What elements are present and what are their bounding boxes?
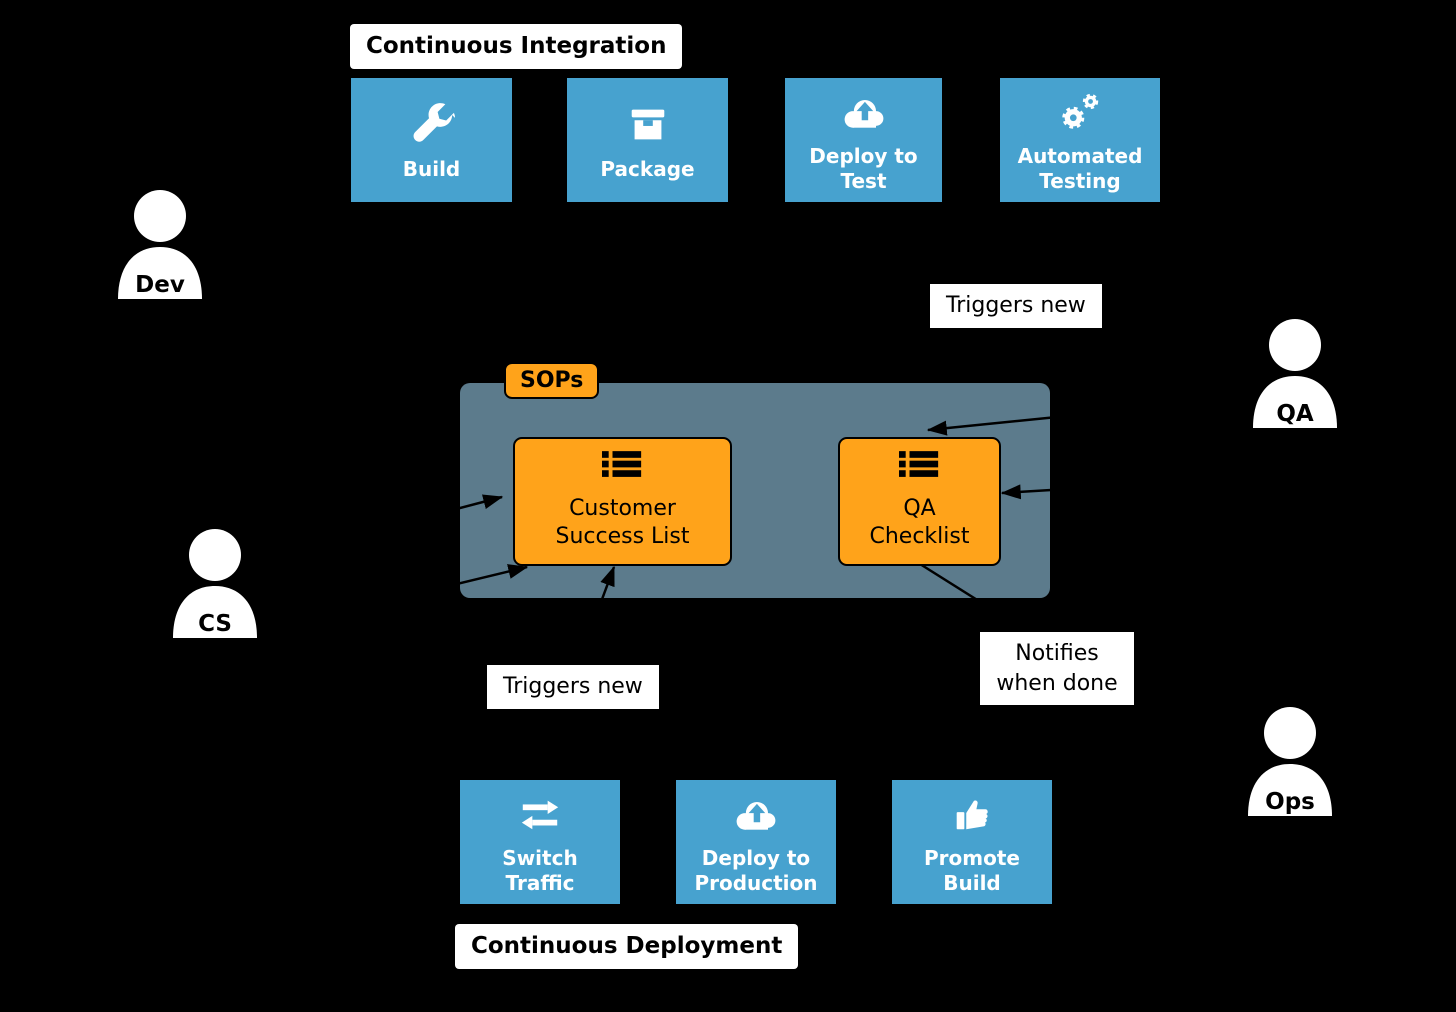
cd-step-label: Promote Build [924,846,1020,895]
sop-node-label: QA Checklist [869,495,970,550]
actor-label: Ops [1265,789,1315,815]
actor-qa: QA [1250,318,1340,428]
list-icon [601,451,644,487]
cd-step-promote-build: Promote Build [892,780,1052,904]
person-icon [1253,319,1337,428]
ci-step-label: Package [600,156,695,181]
wrench-icon [409,99,455,151]
sop-node-label: Customer Success List [555,495,690,550]
cd-step-label: Deploy to Production [694,846,818,895]
continuous-integration-title: Continuous Integration [350,24,683,70]
annotation-triggers-new-bottom: Triggers new [487,665,659,709]
annotation-triggers-new-top: Triggers new [930,284,1102,328]
gears-icon [1057,86,1103,138]
ci-step-label: Deploy to Test [809,144,918,193]
cd-step-deploy-to-production: Deploy to Production [676,780,836,904]
person-icon [173,529,257,638]
ci-step-automated-testing: Automated Testing [1000,78,1160,202]
person-icon [118,190,202,299]
sops-tag: SOPs [504,362,600,399]
cd-step-label: Switch Traffic [502,846,578,895]
ci-step-deploy-to-test: Deploy to Test [785,78,942,202]
sop-customer-success-list: Customer Success List [513,437,732,566]
thumbs-up-icon [949,788,995,840]
sops-container: Customer Success List QA Checklist [460,383,1050,598]
cloud-upload-icon [840,86,888,138]
switch-arrows-icon [517,788,563,840]
sop-qa-checklist: QA Checklist [838,437,1001,566]
continuous-deployment-title: Continuous Deployment [455,924,799,970]
ci-step-label: Automated Testing [1017,144,1143,193]
annotation-notifies-when-done: Notifies when done [980,632,1134,706]
ci-step-package: Package [567,78,728,202]
actor-cs: CS [170,528,260,638]
actor-dev: Dev [115,189,205,299]
package-box-icon [625,99,671,151]
cd-step-switch-traffic: Switch Traffic [460,780,620,904]
actor-label: Dev [135,272,185,298]
person-icon [1248,707,1332,816]
actor-ops: Ops [1245,706,1335,816]
actor-label: CS [198,611,232,637]
ci-step-label: Build [402,156,461,181]
cloud-upload-icon [732,788,780,840]
ci-step-build: Build [351,78,512,202]
actor-label: QA [1276,401,1314,427]
list-icon [898,451,941,487]
